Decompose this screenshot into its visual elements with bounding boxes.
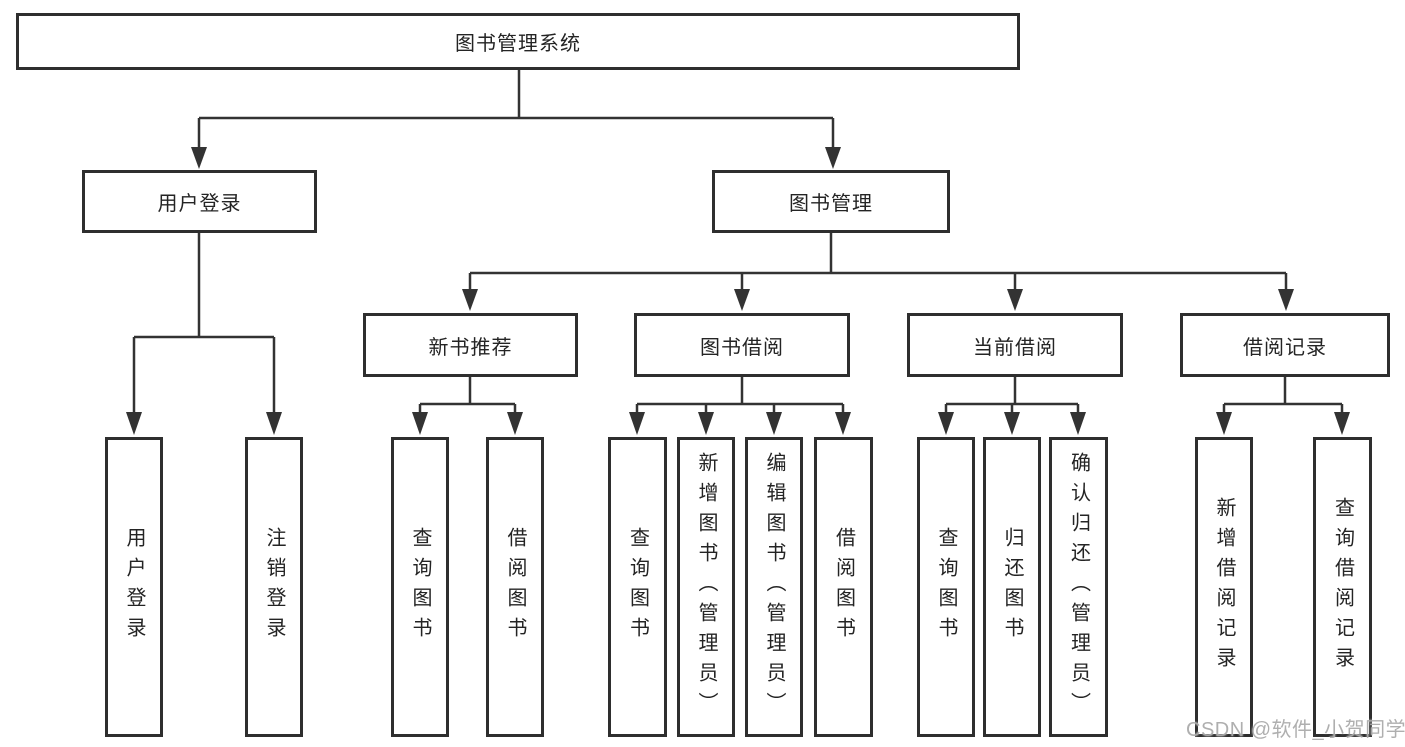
leaf-cb-confirm-return-admin-label: 确认归还（管理员） <box>1067 452 1090 722</box>
leaf-cb-return-books-label: 归还图书 <box>1001 527 1023 647</box>
leaf-br-query-borrow-record-label: 查询借阅记录 <box>1331 497 1354 677</box>
node-root-system: 图书管理系统 <box>16 13 1020 70</box>
node-new-book-recommend: 新书推荐 <box>363 313 578 377</box>
node-book-borrow: 图书借阅 <box>634 313 850 377</box>
leaf-bb-edit-books-admin-label: 编辑图书（管理员） <box>763 452 785 722</box>
leaf-cb-return-books: 归还图书 <box>983 437 1041 737</box>
node-current-borrow-label: 当前借阅 <box>973 336 1057 359</box>
node-book-management: 图书管理 <box>712 170 950 233</box>
leaf-logout-login: 注销登录 <box>245 437 303 737</box>
node-book-borrow-label: 图书借阅 <box>700 336 784 359</box>
node-borrow-records-label: 借阅记录 <box>1243 336 1327 359</box>
leaf-bb-borrow-books-label: 借阅图书 <box>832 527 855 647</box>
leaf-nbr-borrow-books: 借阅图书 <box>486 437 544 737</box>
leaf-user-login-label: 用户登录 <box>123 527 145 647</box>
leaf-nbr-query-books: 查询图书 <box>391 437 449 737</box>
node-current-borrow: 当前借阅 <box>907 313 1123 377</box>
watermark: CSDN @软件_小贺同学 <box>1186 719 1405 741</box>
leaf-cb-query-books: 查询图书 <box>917 437 975 737</box>
node-root-system-label: 图书管理系统 <box>455 33 581 55</box>
leaf-bb-query-books-label: 查询图书 <box>626 527 649 647</box>
leaf-bb-add-books-admin: 新增图书（管理员） <box>677 437 735 737</box>
leaf-nbr-borrow-books-label: 借阅图书 <box>504 527 526 647</box>
node-user-login-label: 用户登录 <box>157 193 242 215</box>
node-book-management-label: 图书管理 <box>789 193 873 215</box>
leaf-logout-login-label: 注销登录 <box>263 527 285 647</box>
leaf-nbr-query-books-label: 查询图书 <box>409 527 431 647</box>
leaf-cb-query-books-label: 查询图书 <box>935 527 957 647</box>
leaf-user-login: 用户登录 <box>105 437 163 737</box>
node-new-book-recommend-label: 新书推荐 <box>428 336 513 359</box>
node-user-login: 用户登录 <box>82 170 317 233</box>
leaf-br-query-borrow-record: 查询借阅记录 <box>1313 437 1372 737</box>
node-borrow-records: 借阅记录 <box>1180 313 1390 377</box>
leaf-bb-borrow-books: 借阅图书 <box>814 437 873 737</box>
leaf-bb-query-books: 查询图书 <box>608 437 667 737</box>
leaf-cb-confirm-return-admin: 确认归还（管理员） <box>1049 437 1108 737</box>
leaf-br-add-borrow-record: 新增借阅记录 <box>1195 437 1253 737</box>
leaf-bb-add-books-admin-label: 新增图书（管理员） <box>695 452 717 722</box>
leaf-br-add-borrow-record-label: 新增借阅记录 <box>1213 497 1235 677</box>
leaf-bb-edit-books-admin: 编辑图书（管理员） <box>745 437 803 737</box>
